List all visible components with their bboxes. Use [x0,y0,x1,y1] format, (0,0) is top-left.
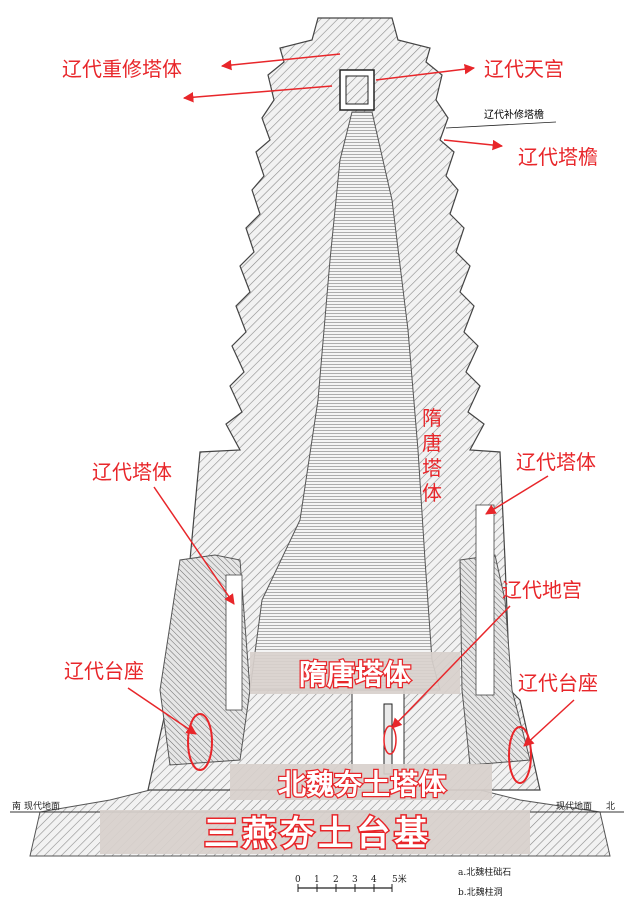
label-liao-digong: 辽代地宫 [502,578,582,602]
arrow-liao-tiangong [375,63,476,81]
suitang-band-label: 隋唐塔体 [299,658,412,691]
beiwei-band-bg [230,764,492,800]
label-liao-body-right: 辽代塔体 [516,450,596,474]
arrow-liao-digong [391,605,511,729]
repair-eave-leader [445,121,557,129]
repair-eave-text: 辽代补修塔檐 [484,108,544,121]
label-liao-eave: 辽代塔檐 [518,145,598,169]
arrow-liao-eave [443,139,504,151]
scale-tick-label: 1 [314,875,320,885]
digong-ellipse [383,725,397,755]
digong-pillar [383,703,393,775]
scale-tick-label: 3 [352,875,358,885]
suitang-vertical-char-2: 唐 [422,431,442,455]
sanyan-band-bg [100,810,530,854]
label-liao-body-left: 辽代塔体 [92,460,172,484]
sanyan-band-label: 三燕夯土台基 [204,814,432,854]
suitang-band-bg [250,652,460,694]
suitang-vertical-char-1: 隋 [422,406,442,430]
legend-b: b.北魏柱洞 [458,886,503,898]
label-liao-rebuild: 辽代重修塔体 [62,57,182,81]
arrow-liao-base-right [523,699,575,747]
arrow-liao-rebuild [220,53,341,71]
scale-unit: 5米 [392,873,407,885]
scale-tick-label: 0 [295,875,301,885]
suitang-vertical-char-4: 体 [422,481,442,505]
left-base-ellipse [187,713,213,771]
label-liao-base-right: 辽代台座 [518,671,598,695]
beiwei-band-label: 北魏夯土塔体 [278,768,447,801]
legend-a: a.北魏柱础石 [458,866,511,878]
right-inner-cavity [475,504,495,696]
suitang-vertical-label-group: 隋 唐 塔 体 [422,406,442,505]
arrow-liao-body-right [485,475,549,515]
left-inner-cavity [225,574,243,711]
south-marker: 南 [12,800,21,812]
north-marker: 北 [606,801,615,812]
ground-left-text: 现代地面 [24,800,60,812]
right-base-ellipse [508,726,532,784]
arrow-liao-base-left [127,687,197,735]
suitang-vertical-char-3: 塔 [422,456,442,480]
tiangong-chamber-inner [345,75,369,105]
arrow-liao-rebuild-2 [182,85,333,103]
label-liao-base-left: 辽代台座 [64,659,144,683]
arrow-liao-body-left [153,486,235,605]
ground-right-text: 现代地面 [556,800,592,812]
scale-tick-label: 4 [371,875,377,885]
label-liao-tiangong: 辽代天宫 [484,57,564,81]
scale-tick-label: 2 [333,875,339,885]
scale-bar: 0 1 2 3 4 5米 [295,873,407,892]
